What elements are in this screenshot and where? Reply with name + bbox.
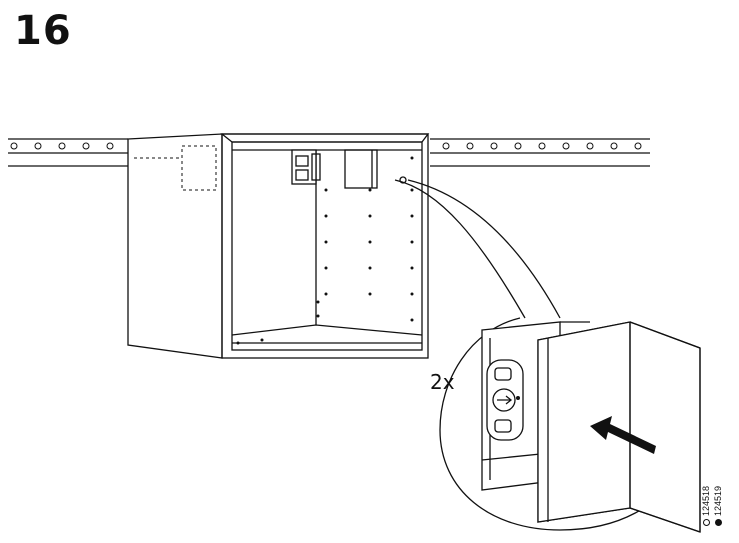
filled-circle-icon bbox=[715, 519, 722, 526]
step-number: 16 bbox=[14, 8, 72, 54]
hinge-plate-icon bbox=[291, 149, 321, 185]
wall-cabinet-icon bbox=[127, 133, 430, 359]
door-panel-icon bbox=[537, 321, 701, 533]
rail-icon bbox=[8, 138, 650, 167]
part-codes: 124518 124519 bbox=[701, 470, 739, 526]
part-code-filled: 124519 bbox=[713, 486, 723, 526]
part-code-outline: 124518 bbox=[701, 486, 711, 526]
push-arrow-icon bbox=[590, 416, 656, 454]
quantity-label: 2x bbox=[430, 370, 455, 394]
outline-circle-icon bbox=[703, 519, 710, 526]
